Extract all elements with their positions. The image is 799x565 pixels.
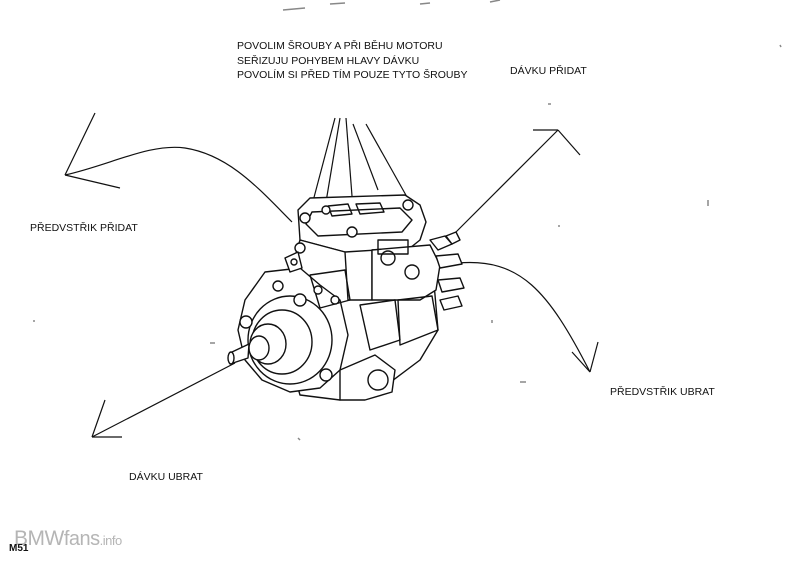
adjustment-instructions: POVOLIM ŠROUBY A PŘI BĚHU MOTORU SEŘIZUJ… xyxy=(237,39,467,83)
brand-part-bmw: BMW xyxy=(14,527,64,550)
label-advance-add: PŘEDVSTŘIK PŘIDAT xyxy=(30,222,138,234)
instruction-line-3: POVOLÍM SI PŘED TÍM POUZE TYTO ŠROUBY xyxy=(237,69,468,81)
brand-part-fans: fans xyxy=(63,528,100,550)
pump-body xyxy=(227,194,465,401)
screw-leader-lines xyxy=(311,117,408,206)
instruction-line-1: POVOLIM ŠROUBY A PŘI BĚHU MOTORU xyxy=(237,40,443,52)
instruction-line-2: SEŘIZUJU POHYBEM HLAVY DÁVKU xyxy=(237,54,420,67)
model-code: M51 xyxy=(9,543,29,554)
label-dose-add: DÁVKU PŘIDAT xyxy=(510,65,587,77)
arrow-dose-add xyxy=(449,129,559,239)
arrow-advance-add xyxy=(64,146,293,223)
bmwfans-watermark: BMWfans.info xyxy=(14,527,122,551)
arrow-advance-sub xyxy=(457,261,591,373)
brand-part-info: .info xyxy=(99,533,123,548)
arrow-dose-sub xyxy=(91,362,236,438)
label-advance-subtract: PŘEDVSTŘIK UBRAT xyxy=(610,386,715,398)
scan-marks xyxy=(33,0,782,441)
label-dose-subtract: DÁVKU UBRAT xyxy=(129,471,203,483)
direction-arrows xyxy=(64,112,599,438)
